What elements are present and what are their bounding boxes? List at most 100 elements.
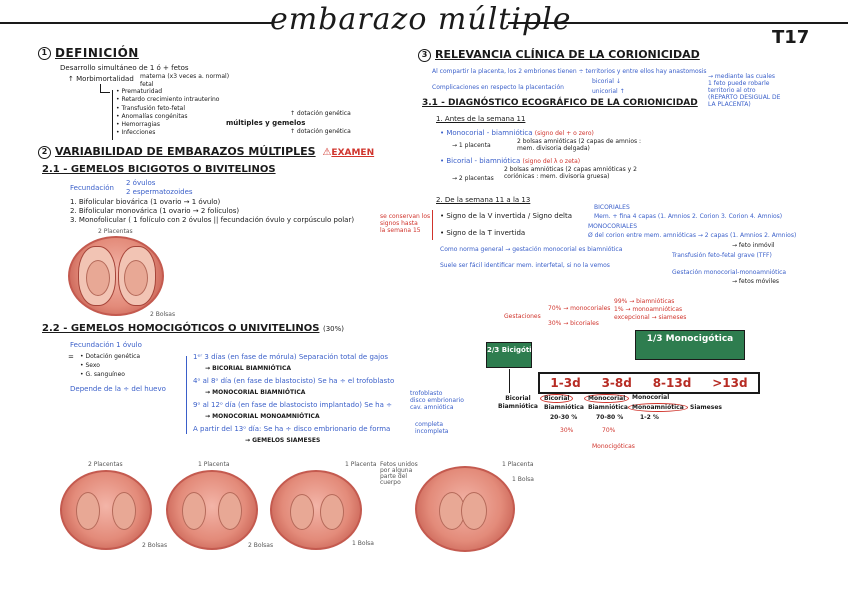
image-label: 2 Bolsas xyxy=(150,311,176,318)
complications-text: Complicaciones en respecto la placentaci… xyxy=(432,84,564,91)
monocigotica-box: 1/3 Monocigótica xyxy=(635,330,745,360)
row-1-text: 1ᵉʳ 3 días (en fase de mórula) Separació… xyxy=(193,353,389,361)
row-2-result: → MONOCORIAL BIAMNIÓTICA xyxy=(205,389,306,396)
image-label: 2 Bolsas xyxy=(142,542,168,549)
image-label: 1 Bolsa xyxy=(352,540,374,547)
image-label: 2 Bolsas xyxy=(248,542,274,549)
monocoriales-label: MONOCORIALES xyxy=(588,223,638,230)
section-1-title: DEFINICIÓN xyxy=(55,46,139,60)
image-label: 1 Placenta xyxy=(502,461,534,468)
image-label: 1 Placenta xyxy=(345,461,377,468)
subtype-3: Monoamniótica xyxy=(628,403,688,412)
uterus-illustration xyxy=(68,236,164,316)
time-4: >13d xyxy=(712,376,748,390)
fetus xyxy=(112,492,136,530)
t-sign: • Signo de la T invertida xyxy=(440,229,526,237)
row-4-text: A partir del 13ᵒ día: Se ha ÷ disco embr… xyxy=(193,425,391,433)
image-label: 1 Placenta xyxy=(198,461,230,468)
title-underline-right xyxy=(508,22,848,24)
week-11-13: 2. De la semana 11 a la 13 xyxy=(436,196,531,204)
section-2-title: VARIABILIDAD DE EMBARAZOS MÚLTIPLES xyxy=(55,145,316,158)
uterus-illustration xyxy=(166,470,258,550)
fec-sub-1: 2 óvulos xyxy=(126,179,156,187)
fetus xyxy=(124,260,148,296)
morbi-sub-2: fetal xyxy=(140,81,154,88)
type-siameses: Siameses xyxy=(690,404,722,411)
list-item: • Transfusión feto-fetal xyxy=(116,104,186,112)
gest-mono: 70% → monocoriales xyxy=(548,305,611,312)
subtype-2: Biamniótica xyxy=(588,404,628,411)
type-monocorial-1: Monocorial xyxy=(584,394,630,403)
bottom-pct-1: 30% xyxy=(560,427,574,434)
type-bicorial: Bicorial xyxy=(540,394,574,403)
list-item: 2. Bifolicular monovárica (1 ovario → 2 … xyxy=(70,207,240,215)
fetus xyxy=(290,494,314,530)
section-2-2-title: 2.2 - GEMELOS HOMOCIGÓTICOS O UNIVITELIN… xyxy=(42,323,344,334)
bico-placentas: → 2 placentas xyxy=(452,175,494,182)
fetus xyxy=(86,260,110,296)
time-1: 1-3d xyxy=(550,376,581,390)
bicigotos-types: 1. Bifolicular biovárica (1 ovario → 1 ó… xyxy=(70,198,354,225)
bicoriales-desc: Mem. + fina 4 capas (1. Amnios 2. Corion… xyxy=(594,213,783,220)
monocorial-label: • Monocorial - biamniótica (signo del + … xyxy=(440,129,594,137)
morbimortality-label: ↑ Morbimortalidad xyxy=(68,75,134,83)
uterus-illustration xyxy=(60,470,152,550)
gemelos-sub-1: ↑ dotación genética xyxy=(290,110,351,117)
bicigotica-box: 2/3 Bicigótica xyxy=(486,342,540,368)
bicoriales-label: BICORIALES xyxy=(594,204,630,211)
fetus xyxy=(320,494,344,530)
unicorial-note: unicorial ↑ xyxy=(592,88,625,95)
list-item: • Prematuridad xyxy=(116,88,163,95)
section-1-number: 1 xyxy=(38,47,51,60)
row-2-text: 4ᵒ al 8ᵒ día (en fase de blastocisto) Se… xyxy=(193,377,395,385)
list-item: • Anomalías congénitas xyxy=(116,112,188,120)
fetus xyxy=(182,492,206,530)
topic-code: T17 xyxy=(772,27,810,48)
row-3-result: → MONOCORIAL MONOAMNIÓTICA xyxy=(205,413,320,420)
fetus xyxy=(76,492,100,530)
lambda-sign: • Signo de la V invertida / Signo delta xyxy=(440,212,573,220)
bicorial-label: • Bicorial - biamniótica (signo del λ o … xyxy=(440,157,581,165)
list-item: • Dotación genética xyxy=(80,353,141,360)
gemelos-sub-2: ↑ dotación genética xyxy=(290,128,351,135)
general-rule: Como norma general → gestación monocoria… xyxy=(440,246,623,253)
timeline-box: 1-3d 3-8d 8-13d >13d xyxy=(538,372,760,394)
monocigoticas-label: Monocigóticas xyxy=(592,443,635,450)
image-label: 2 Placentas xyxy=(88,461,123,468)
mobile-fetus: → fetos móviles xyxy=(732,278,780,285)
fecundacion-1-ovulo: Fecundación 1 óvulo xyxy=(70,341,142,349)
list-item: • Retardo crecimiento intrauterino xyxy=(116,96,220,104)
exam-warning-icon: ⚠ xyxy=(322,147,332,158)
depende-label: Depende de la ÷ del huevo xyxy=(70,385,166,393)
fetus xyxy=(218,492,242,530)
definition-text: Desarrollo simultáneo de 1 ó + fetos xyxy=(60,64,189,72)
list-item: • Hemorragias xyxy=(116,121,160,129)
anastomosis-text: Al compartir la placenta, los 2 embrione… xyxy=(432,68,707,75)
list-item: • G. sanguíneo xyxy=(80,371,125,378)
mono-placenta: → 1 placenta xyxy=(452,142,491,149)
time-2: 3-8d xyxy=(601,376,632,390)
bicorial-note: bicorial ↓ xyxy=(592,78,621,85)
immobile-fetus: → feto inmóvil xyxy=(732,242,775,249)
section-2-number: 2 xyxy=(38,145,51,159)
section-2-1-title: 2.1 - GEMELOS BICIGOTOS O BIVITELINOS xyxy=(42,164,276,175)
pct-2: 70-80 % xyxy=(596,414,624,421)
section-3-1-title: 3.1 - DIAGNÓSTICO ECOGRÁFICO DE LA CORIO… xyxy=(422,98,698,108)
connector xyxy=(100,92,110,93)
membrane-note: Suele ser fácil identificar mem. interfe… xyxy=(440,262,610,269)
bottom-pct-2: 70% xyxy=(602,427,616,434)
exam-label: EXAMEN xyxy=(331,148,375,158)
pct-3: 1-2 % xyxy=(640,414,659,421)
title-underline-left xyxy=(0,22,272,24)
complications-list: • Prematuridad • Retardo crecimiento int… xyxy=(116,88,219,138)
subtype-1: Biamniótica xyxy=(544,404,584,411)
row-4-result: → GEMELOS SIAMESES xyxy=(245,437,321,444)
time-3: 8-13d xyxy=(652,376,692,390)
row-3-text: 9ᵒ al 12ᵒ día (en fase de blastocisto im… xyxy=(193,401,393,409)
